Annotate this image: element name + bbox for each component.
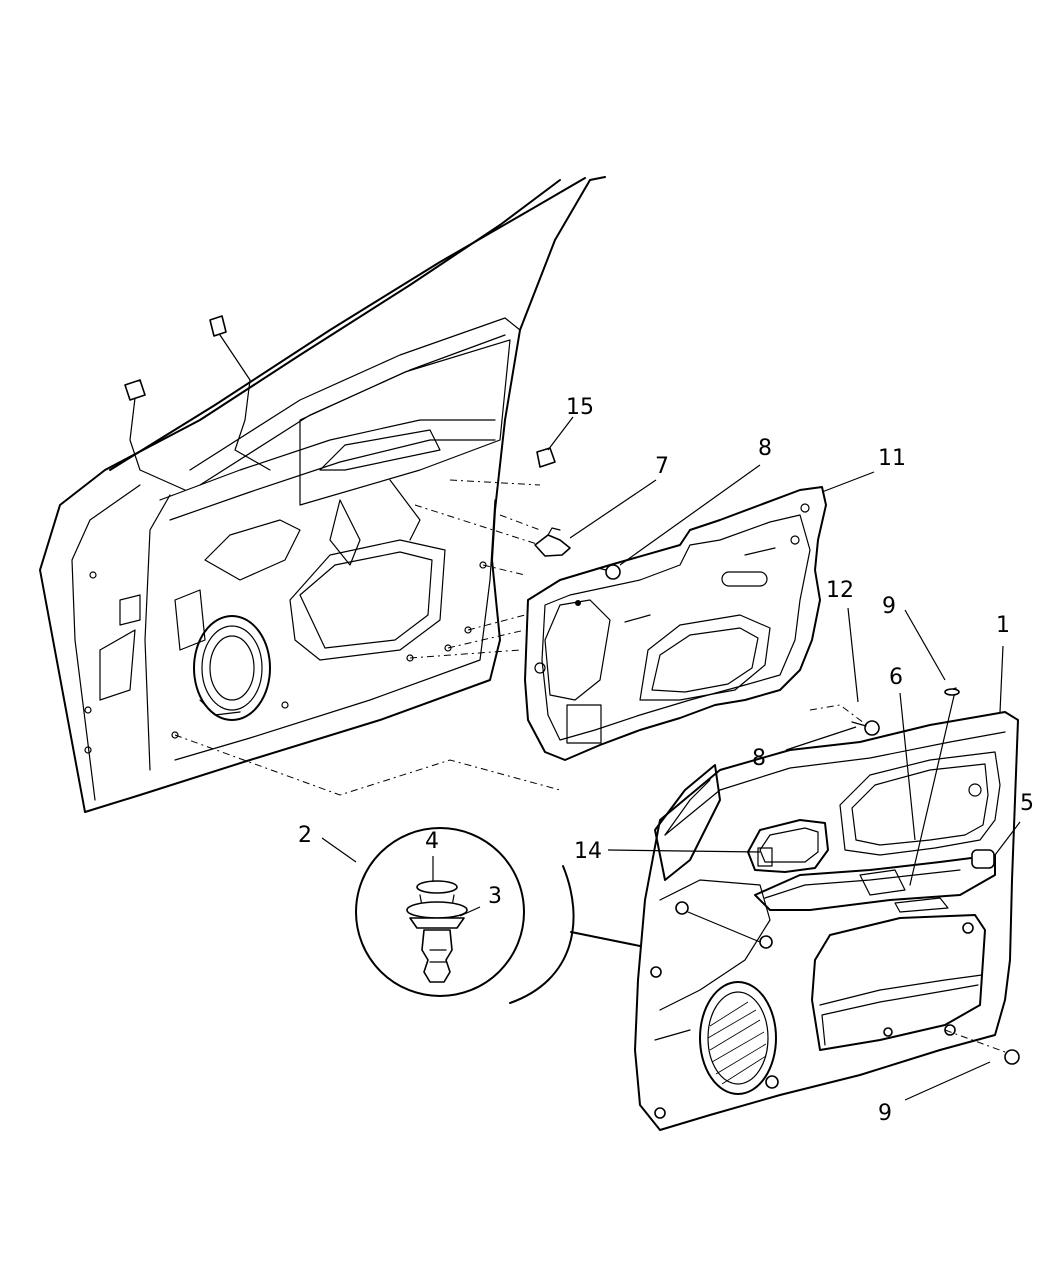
callout-1: 1 (996, 613, 1010, 638)
alignment-lines (174, 479, 561, 796)
callout-14: 14 (574, 839, 602, 864)
callout-2: 2 (298, 823, 312, 848)
watershield-11 (524, 486, 827, 761)
screw-9-lower (944, 1029, 1020, 1065)
callout-12: 12 (826, 578, 854, 603)
detail-circle-2 (355, 827, 525, 997)
speaker-grille-hatch (707, 1001, 767, 1085)
door-trim-panel-1 (634, 711, 1019, 1131)
callout-8-upper: 8 (758, 436, 772, 461)
pin-9-upper (909, 687, 960, 886)
fastener-12 (809, 704, 880, 736)
callout-11: 11 (878, 446, 906, 471)
detail-arc (509, 865, 575, 1004)
callout-labels: 1 2 3 4 5 6 7 8 8 9 9 11 12 14 15 (298, 395, 1034, 1126)
callout-6: 6 (889, 665, 903, 690)
callout-5: 5 (1020, 791, 1034, 816)
fastener-8-upper (597, 564, 621, 580)
callout-9-lower: 9 (878, 1101, 892, 1126)
leader-lines (321, 416, 1021, 1101)
clip-7 (534, 527, 571, 557)
callout-7: 7 (655, 454, 669, 479)
door-shell (39, 176, 606, 813)
callout-4: 4 (425, 829, 439, 854)
callout-8-lower: 8 (752, 746, 766, 771)
callout-9-upper: 9 (882, 594, 896, 619)
detail-connector (570, 931, 641, 947)
callout-15: 15 (566, 395, 594, 420)
callout-3: 3 (488, 884, 502, 909)
